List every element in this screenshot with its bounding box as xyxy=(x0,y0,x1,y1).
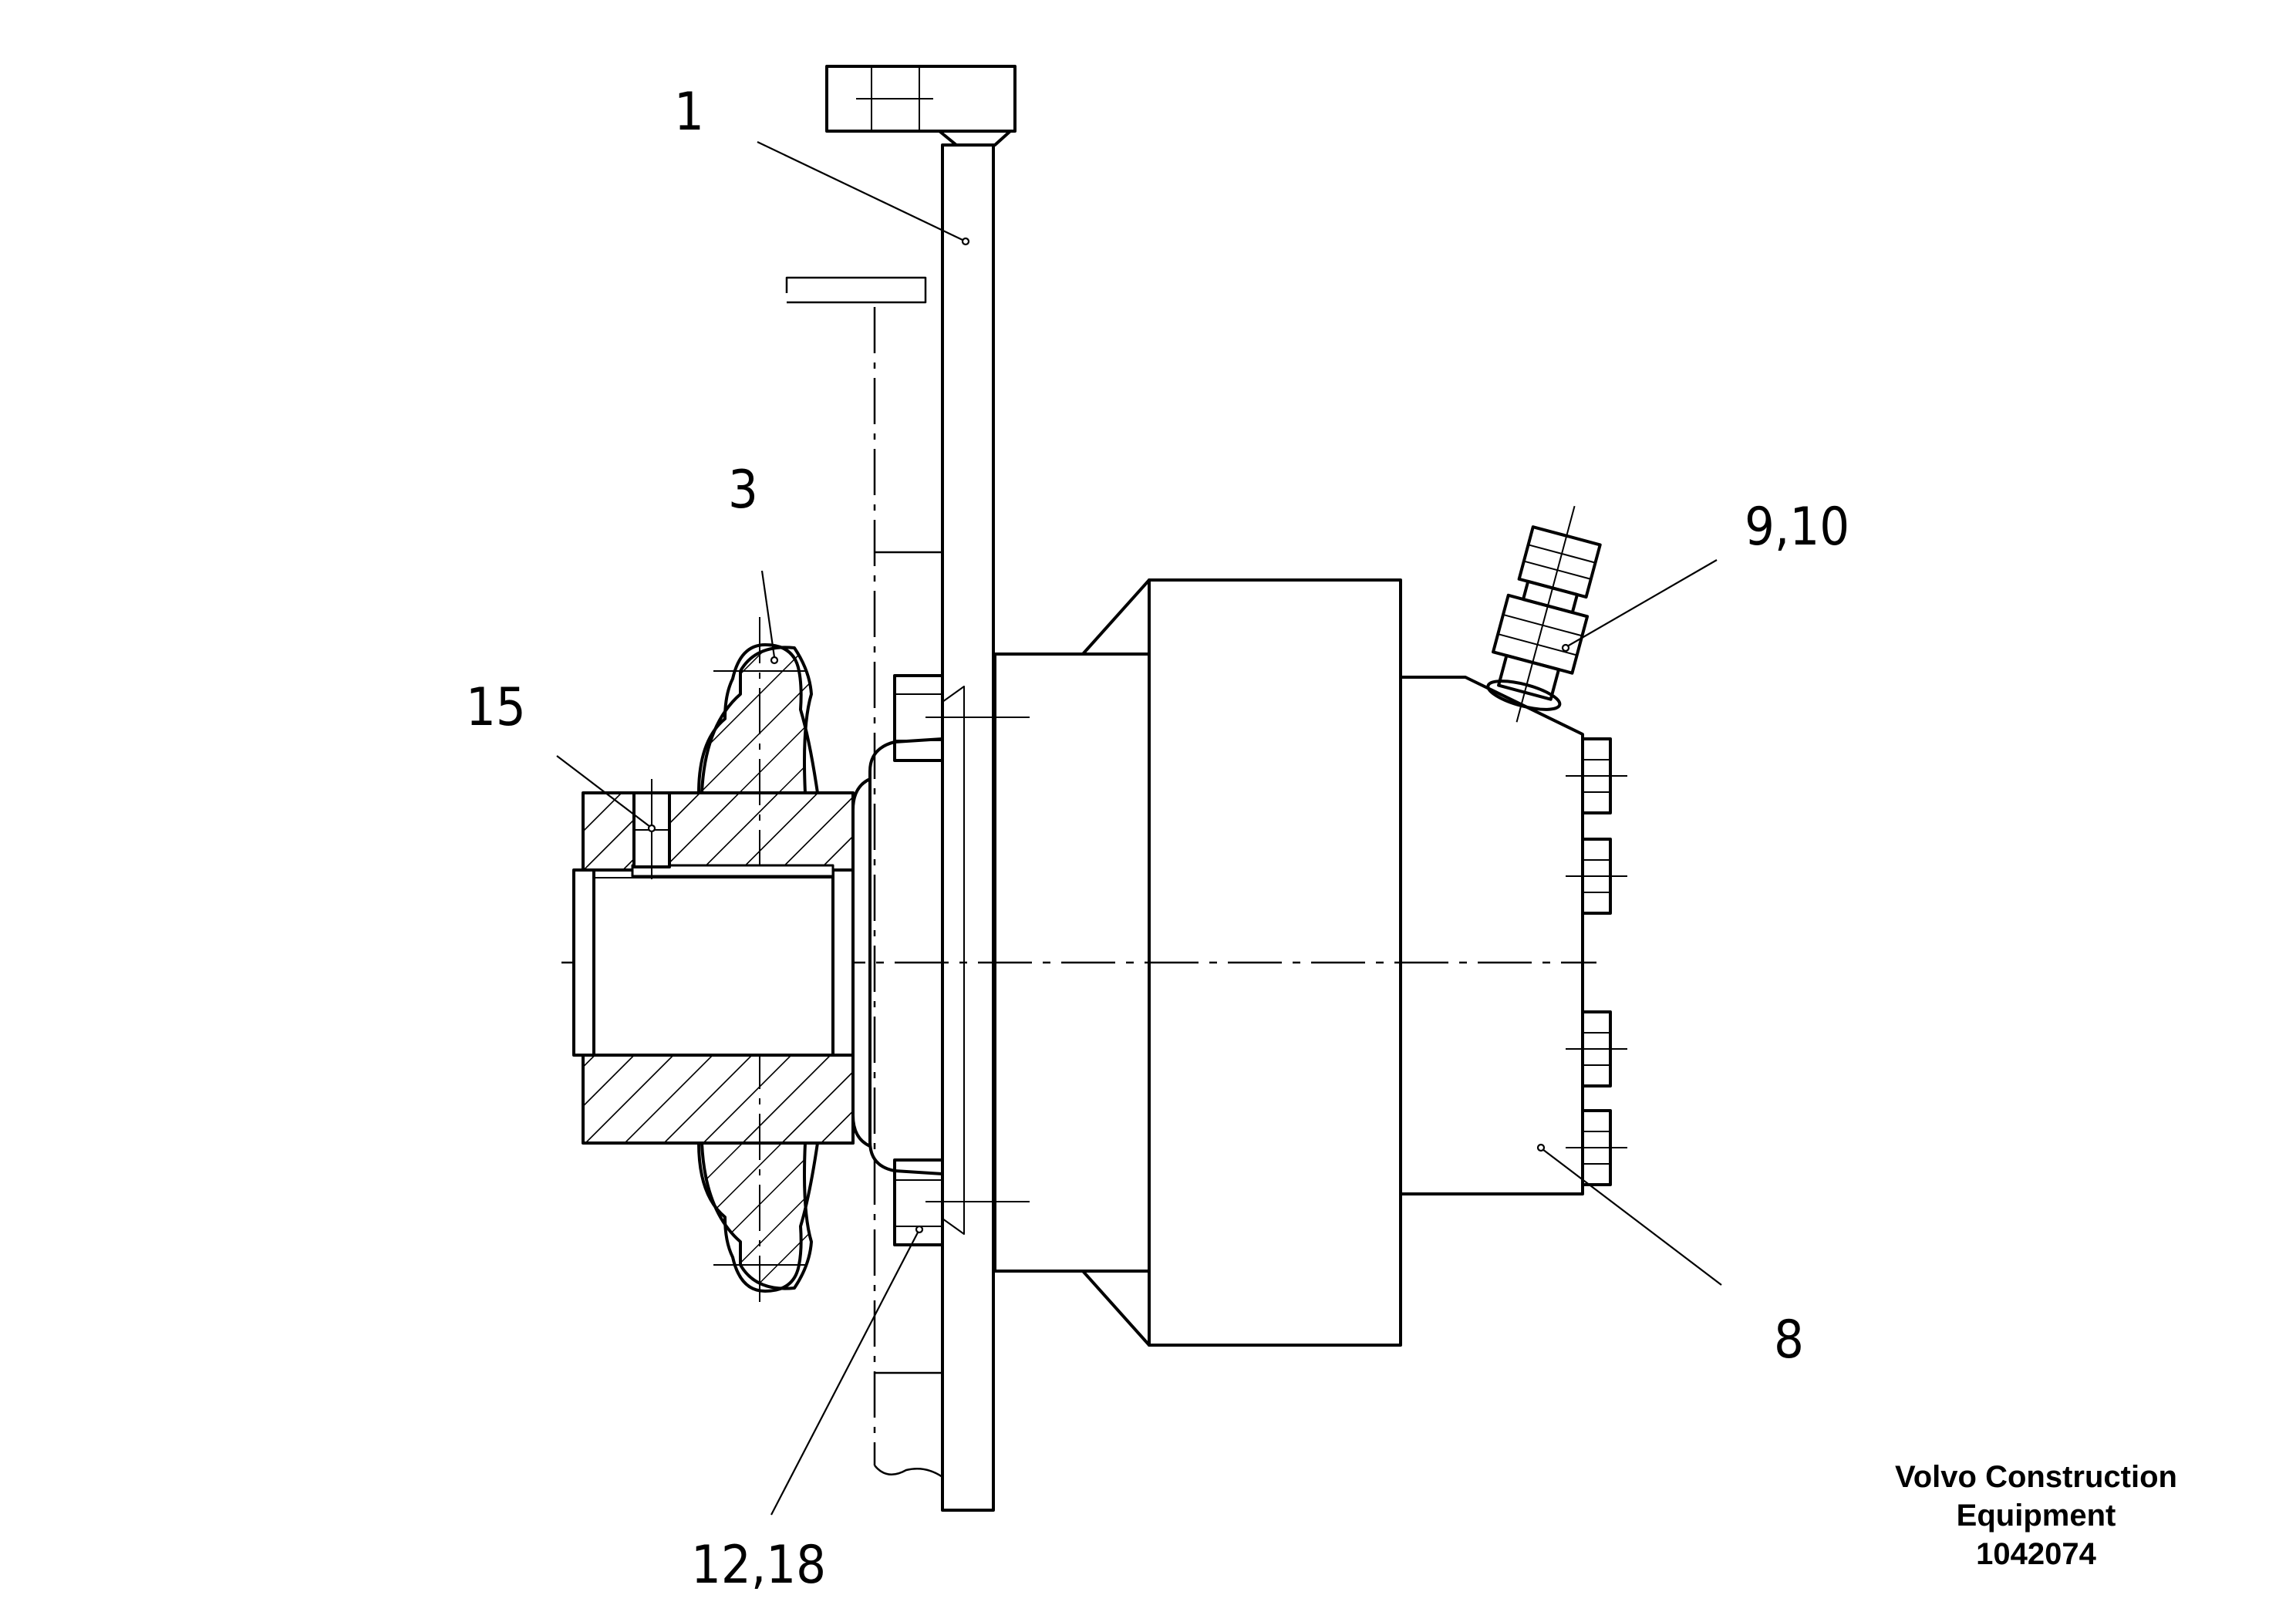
callout-12-18: 12,18 xyxy=(691,1535,826,1596)
callout-3: 3 xyxy=(728,460,758,521)
flange-bolts xyxy=(1566,737,1627,1186)
callout-1: 1 xyxy=(674,82,704,143)
mounting-bolts xyxy=(893,674,1030,1246)
motor-housing xyxy=(993,578,1627,1347)
callout-9-10: 9,10 xyxy=(1745,497,1849,558)
leader-lines xyxy=(556,141,1722,1516)
callout-8: 8 xyxy=(1774,1310,1804,1371)
callout-labels: 1 3 15 9,10 8 12,18 xyxy=(466,82,1849,1596)
brand-name: Volvo Construction xyxy=(1895,1460,2177,1494)
hydraulic-fitting xyxy=(1486,505,1602,723)
brand-block: Volvo Construction Equipment 1042074 xyxy=(1797,1458,2275,1573)
brand-subtitle: Equipment xyxy=(1956,1499,2116,1533)
drawing-number: 1042074 xyxy=(1976,1537,2096,1571)
frame-reference xyxy=(785,276,943,1479)
sprocket xyxy=(572,617,855,1303)
callout-15: 15 xyxy=(466,677,526,738)
mounting-plate xyxy=(825,65,1017,1512)
pilot-ring xyxy=(851,737,943,1175)
